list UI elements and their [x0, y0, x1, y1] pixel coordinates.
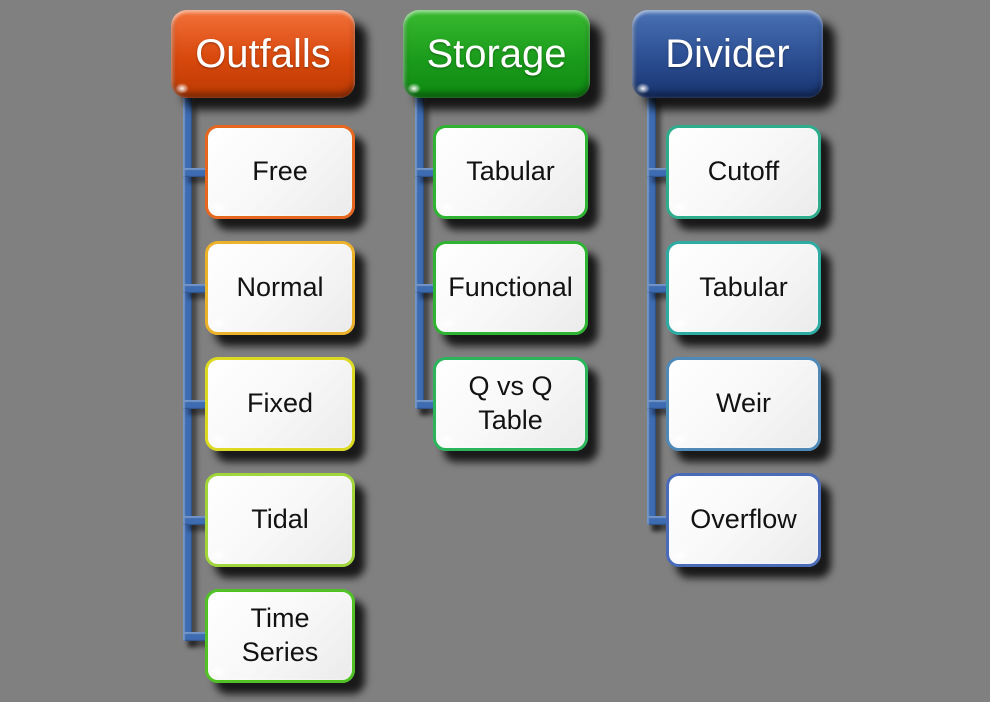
connector-stub-weir — [647, 400, 669, 409]
node-functional: Functional — [433, 241, 588, 335]
connector-stub-tabular-divider — [647, 284, 669, 293]
node-cutoff-label: Cutoff — [707, 156, 780, 187]
node-outfalls-label: Outfalls — [195, 31, 331, 76]
connector-stub-tidal — [183, 516, 208, 525]
node-fixed-label: Fixed — [246, 388, 314, 419]
node-normal-label: Normal — [236, 272, 324, 303]
node-divider-label: Divider — [665, 31, 790, 76]
node-storage-label: Storage — [426, 31, 567, 76]
connector-stub-tabular-storage — [415, 168, 436, 177]
node-q-vs-q-table: Q vs Q Table — [433, 357, 588, 451]
node-tabular-storage: Tabular — [433, 125, 588, 219]
connector-stub-time-series — [183, 632, 208, 641]
node-time-series: Time Series — [205, 589, 355, 683]
connector-stub-q-vs-q-table — [415, 400, 436, 409]
node-tabular-divider: Tabular — [666, 241, 821, 335]
node-tidal: Tidal — [205, 473, 355, 567]
node-weir: Weir — [666, 357, 821, 451]
node-divider: Divider — [632, 10, 823, 98]
node-free: Free — [205, 125, 355, 219]
connector-stub-normal — [183, 284, 208, 293]
connector-stub-overflow — [647, 516, 669, 525]
node-fixed: Fixed — [205, 357, 355, 451]
connector-stub-free — [183, 168, 208, 177]
connector-line-storage — [415, 96, 424, 409]
node-time-series-label: Time Series — [241, 603, 319, 667]
node-q-vs-q-table-label: Q vs Q Table — [468, 371, 553, 435]
node-normal: Normal — [205, 241, 355, 335]
node-functional-label: Functional — [448, 272, 573, 303]
connector-stub-fixed — [183, 400, 208, 409]
connector-line-outfalls — [183, 96, 192, 641]
node-tidal-label: Tidal — [251, 504, 309, 535]
connector-stub-cutoff — [647, 168, 669, 177]
node-overflow: Overflow — [666, 473, 821, 567]
node-cutoff: Cutoff — [666, 125, 821, 219]
node-free-label: Free — [252, 156, 308, 187]
node-weir-label: Weir — [715, 388, 771, 419]
node-overflow-label: Overflow — [690, 504, 797, 535]
connector-line-divider — [647, 96, 656, 525]
connector-stub-functional — [415, 284, 436, 293]
node-tabular-divider-label: Tabular — [699, 272, 788, 303]
node-storage: Storage — [403, 10, 590, 98]
node-outfalls: Outfalls — [171, 10, 355, 98]
node-tabular-storage-label: Tabular — [466, 156, 555, 187]
